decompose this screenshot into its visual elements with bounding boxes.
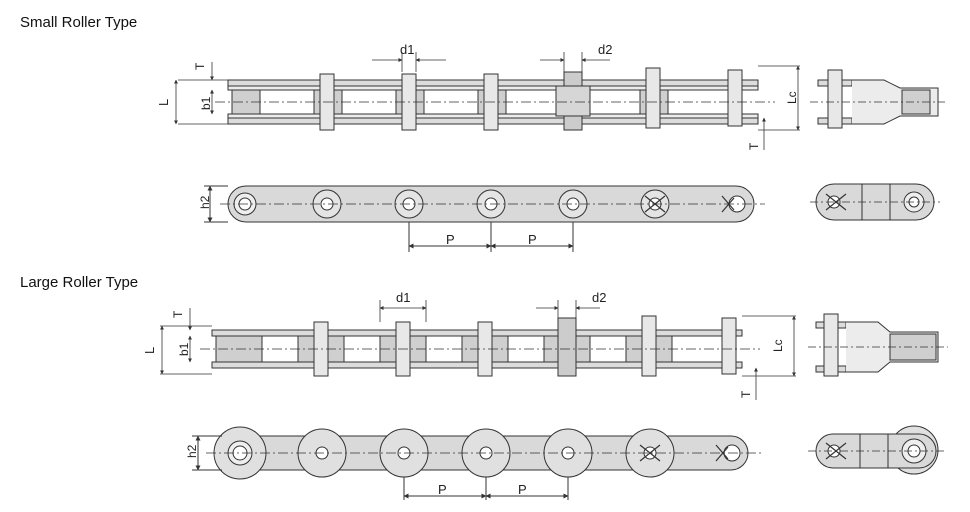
large-top-dimensions [160, 300, 796, 400]
dim-label-p-1: P [446, 232, 455, 247]
dim-label-t-bottom: T [747, 142, 761, 150]
dim-label-t-top-large: T [171, 310, 185, 318]
small-side-end-view [810, 183, 940, 221]
large-end-view [808, 313, 948, 377]
section-title-large-roller: Large Roller Type [20, 274, 139, 291]
small-top-dimensions [174, 52, 800, 150]
large-top-view [200, 315, 760, 377]
dim-label-b1: b1 [199, 96, 213, 110]
section-title-small-roller: Small Roller Type [20, 14, 138, 31]
dim-label-p-large-2: P [518, 482, 527, 497]
dim-label-l-large: L [142, 347, 157, 354]
dim-label-p-2: P [528, 232, 537, 247]
dim-label-h2-large: h2 [185, 444, 199, 458]
dim-label-d1-large: d1 [396, 290, 410, 305]
dim-label-b1-large: b1 [177, 342, 191, 356]
dim-label-h2: h2 [198, 195, 212, 209]
small-side-view [204, 185, 765, 252]
dim-label-d2-large: d2 [592, 290, 606, 305]
dim-label-l: L [156, 99, 171, 106]
dim-label-d2: d2 [598, 42, 612, 57]
dim-label-p-large-1: P [438, 482, 447, 497]
large-side-end-view [808, 425, 945, 475]
dim-label-lc: Lc [785, 91, 799, 104]
large-side-view [192, 426, 762, 500]
dim-label-t-top: T [193, 62, 207, 70]
small-end-view [810, 69, 945, 129]
dim-label-lc-large: Lc [771, 339, 785, 352]
dim-label-t-bottom-large: T [739, 390, 753, 398]
small-top-view [215, 67, 775, 131]
dim-label-d1: d1 [400, 42, 414, 57]
